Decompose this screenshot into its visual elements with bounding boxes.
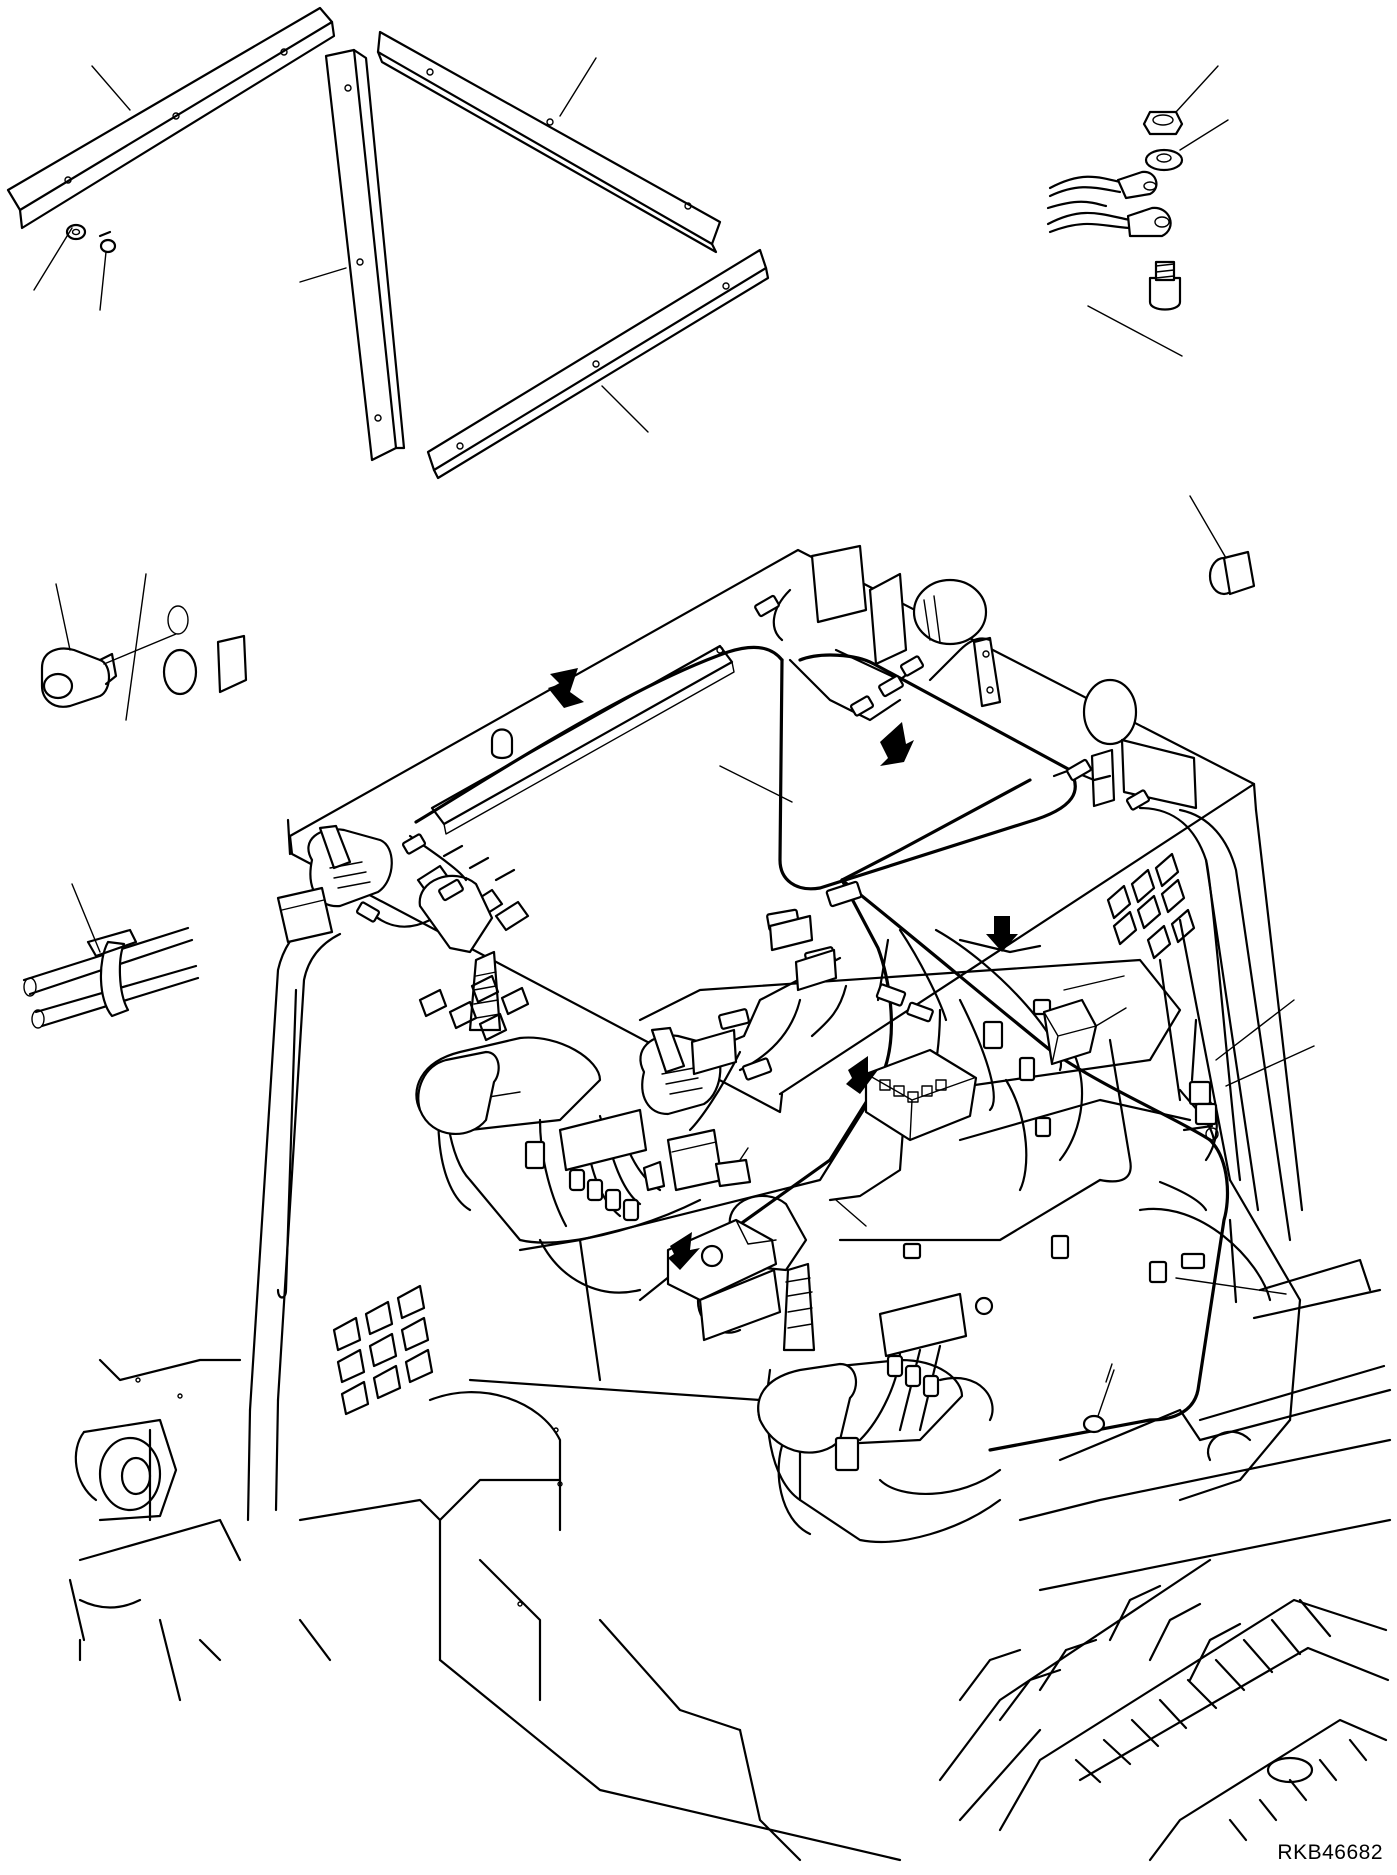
relay-box-icon [1042,998,1127,1066]
leader-lines [719,765,1315,1383]
switch-cluster-left [558,1108,648,1222]
cable-terminal-icon [1046,170,1172,238]
joystick-right [728,1194,858,1454]
bolt-icon [1087,260,1183,357]
panel-cutout-icon [125,573,248,721]
grille-right [1106,852,1196,960]
bracket-rail-4 [426,248,770,480]
track-undercarriage [938,1364,1392,1862]
cable-clamp-icon [22,883,200,1029]
boom-arm [68,1358,563,1702]
cab-frame [246,806,1382,1862]
drawing-number: RKB46682 [1277,1841,1383,1864]
nut-icon [1142,65,1219,136]
cab-roof [286,548,1258,1114]
work-light-rear-left [810,544,988,666]
fuse-box-icon [864,1048,978,1142]
monitor-panel-icon [666,1218,782,1342]
key-switch-icon [642,1147,752,1192]
arrow-icon [548,668,1018,1270]
bolt-icon [98,230,117,254]
grille-left [332,1284,434,1416]
work-light-rear-right [1082,678,1198,810]
roof-vent-left [418,974,530,1042]
bracket-rail-3 [376,30,722,254]
bracket-rail-1 [6,6,336,230]
work-light-left [276,824,393,944]
leader-lines-top-left [33,57,649,433]
bracket-plate-icon [972,636,1002,708]
switch-plug-icon [1189,495,1256,596]
clamp-icon [1082,1369,1115,1434]
controller-box-icon [690,914,838,1076]
joystick-left [417,874,502,1135]
washer-icon [1144,119,1229,172]
switch-cluster-right [878,1292,994,1398]
bracket-rail-2 [324,48,406,462]
rocker-switch-icon [40,583,177,708]
